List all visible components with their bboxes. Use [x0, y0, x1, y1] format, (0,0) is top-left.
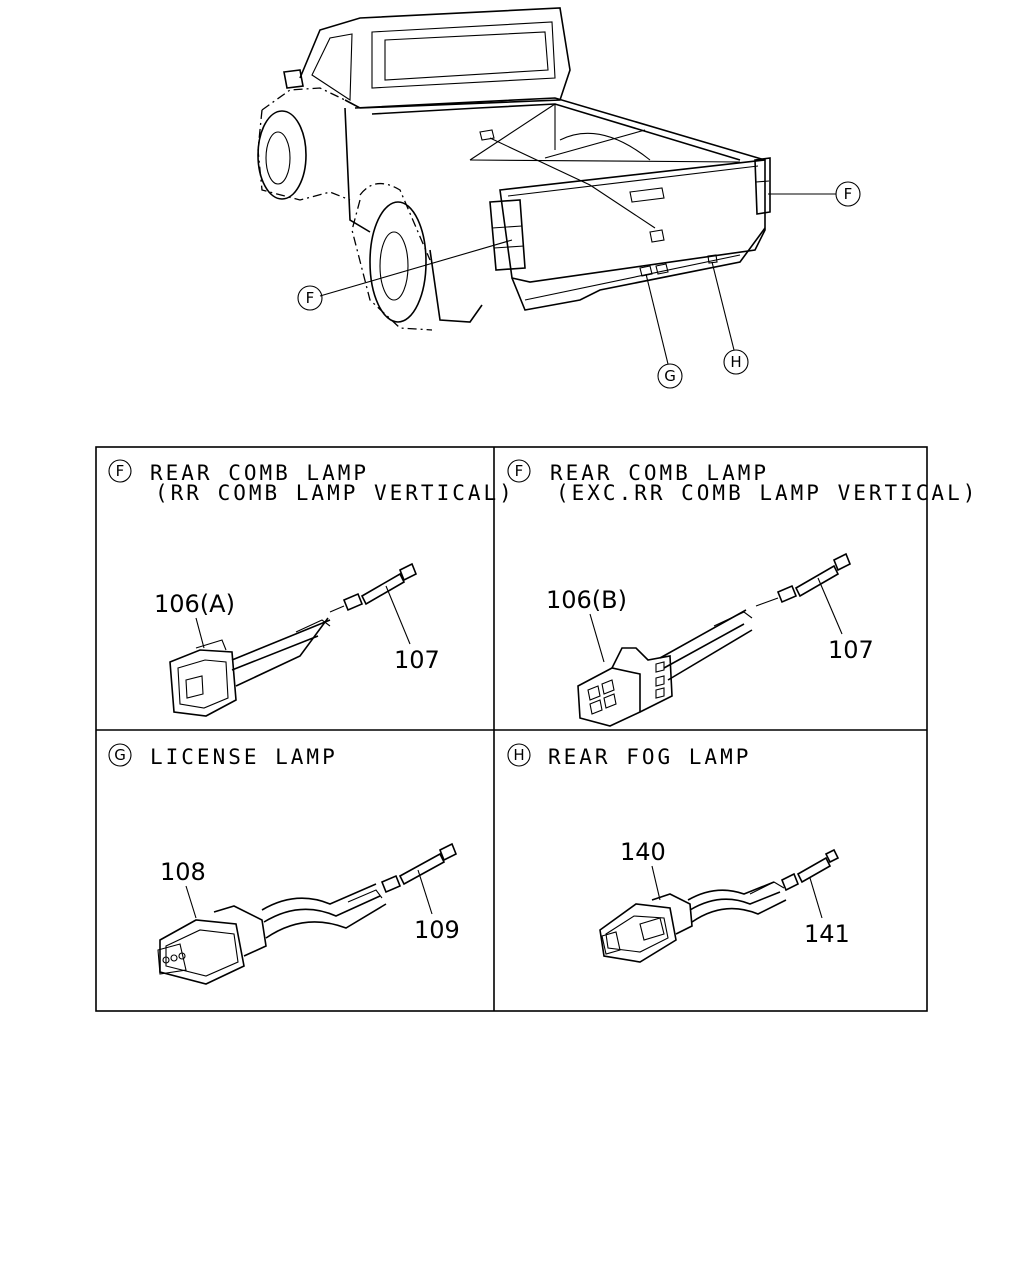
callout-f-left: F — [297, 239, 513, 311]
pickup-truck-illustration — [257, 7, 771, 331]
connector-106a-drawing — [169, 617, 331, 717]
part-number-connector: 106(A) — [154, 590, 235, 618]
callout-h: H — [711, 261, 749, 375]
panel-letter: F — [515, 462, 524, 480]
panel-letter: G — [114, 746, 126, 764]
terminal-109-drawing — [380, 842, 458, 894]
panel-rear-fog-lamp: H REAR FOG LAMP 140 141 — [507, 743, 850, 963]
connector-106b-drawing — [577, 609, 753, 727]
part-number-terminal: 141 — [804, 920, 850, 948]
part-number-connector: 140 — [620, 838, 666, 866]
panel-title: LICENSE LAMP — [150, 745, 338, 769]
panel-subtitle: (RR COMB LAMP VERTICAL) — [155, 481, 515, 505]
panel-letter: F — [116, 462, 125, 480]
part-number-terminal: 109 — [414, 916, 460, 944]
panel-title: REAR COMB LAMP — [550, 461, 769, 485]
part-number-terminal: 107 — [828, 636, 874, 664]
panel-title: REAR FOG LAMP — [548, 745, 751, 769]
part-number-connector: 106(B) — [546, 586, 627, 614]
panel-rear-comb-lamp-vertical: F REAR COMB LAMP (RR COMB LAMP VERTICAL)… — [108, 459, 515, 717]
callout-f-right: F — [768, 181, 861, 207]
terminal-107-drawing — [329, 562, 418, 613]
panel-subtitle: (EXC.RR COMB LAMP VERTICAL) — [556, 481, 978, 505]
svg-text:G: G — [664, 367, 676, 385]
panel-title: REAR COMB LAMP — [150, 461, 369, 485]
part-number-connector: 108 — [160, 858, 206, 886]
svg-text:H: H — [730, 353, 741, 371]
terminal-107b-drawing — [755, 552, 852, 607]
svg-text:F: F — [844, 185, 853, 203]
connector-140-drawing — [599, 881, 787, 963]
connector-108-drawing — [157, 883, 387, 985]
part-number-terminal: 107 — [394, 646, 440, 674]
panel-rear-comb-lamp-exc-vertical: F REAR COMB LAMP (EXC.RR COMB LAMP VERTI… — [507, 459, 978, 727]
panel-license-lamp: G LICENSE LAMP 108 109 — [108, 743, 460, 985]
callout-g: G — [645, 273, 683, 389]
panel-grid — [95, 446, 928, 1012]
svg-text:F: F — [306, 289, 315, 307]
panel-letter: H — [513, 746, 524, 764]
terminal-141-drawing — [780, 848, 840, 892]
